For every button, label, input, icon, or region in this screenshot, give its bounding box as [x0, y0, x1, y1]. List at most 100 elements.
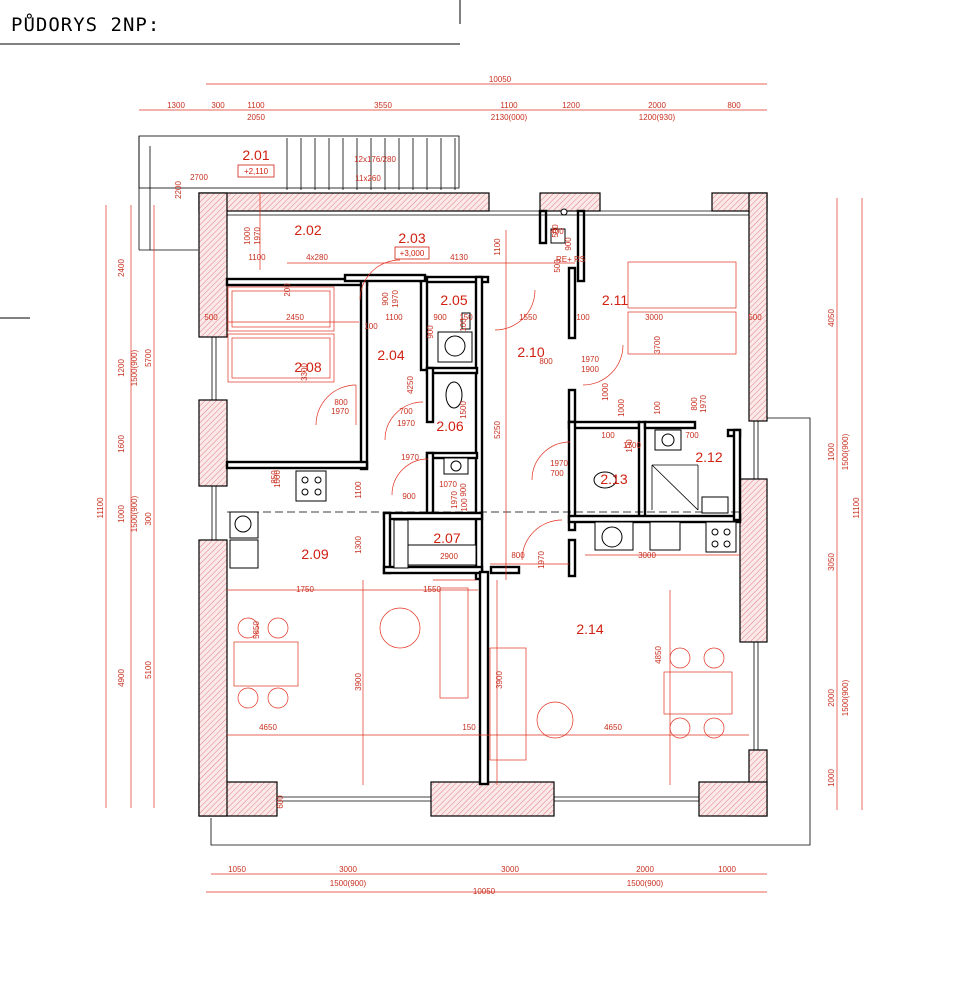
inner-dimension: 4850	[654, 646, 663, 664]
inner-dimension: 1100	[493, 238, 502, 256]
inner-dimension: 850	[270, 470, 279, 484]
dim-bottom: 3000	[339, 865, 357, 874]
inner-dimension: 2200	[174, 181, 183, 199]
inner-dimension: 500	[553, 259, 562, 273]
dim-left-sub: 5100	[144, 661, 153, 679]
inner-dimension: 500	[204, 313, 218, 322]
room-label-2-09: 2.09	[301, 546, 328, 562]
room-label-2-02: 2.02	[294, 222, 321, 238]
dim-bottom: 1000	[718, 865, 736, 874]
dim-bottom: 1050	[228, 865, 246, 874]
dim-top: 1300	[167, 101, 185, 110]
dim-top: 300	[211, 101, 225, 110]
dimension-labels: 10050 1300 300 1100 3550 1100 1200 2000 …	[96, 75, 861, 896]
inner-dimension: 1970	[450, 491, 459, 509]
inner-dimension: 3300	[300, 363, 309, 381]
inner-dimension: 1550	[423, 585, 441, 594]
dim-right: 2000	[827, 689, 836, 707]
inner-dimension: 500	[551, 224, 560, 238]
inner-dimension: 1970	[253, 227, 262, 245]
dim-top: 1100	[500, 101, 518, 110]
dim-top: 3550	[374, 101, 392, 110]
inner-dimension: 800	[334, 398, 348, 407]
dim-top: 2000	[648, 101, 666, 110]
inner-dimension: 100	[364, 322, 378, 331]
room-labels: 2.01 +2,110 2.02 2.03 +3,000 2.04 2.05 2…	[237, 147, 723, 637]
inner-dimension: 1970	[537, 551, 546, 569]
room-label-2-05: 2.05	[440, 292, 467, 308]
inner-dimension: 2700	[190, 173, 208, 182]
inner-dimension: 1000	[601, 383, 610, 401]
inner-dimension: 3900	[495, 671, 504, 689]
inner-dimension: 1100	[385, 313, 403, 322]
inner-dimension: 100	[576, 313, 590, 322]
inner-dimension: 1970	[397, 419, 415, 428]
dim-left: 2400	[117, 259, 126, 277]
inner-dimension: 4250	[406, 376, 415, 394]
sheet-frame	[0, 0, 461, 319]
inner-dimension: 100	[653, 401, 662, 415]
dim-bottom-total: 10050	[473, 887, 496, 896]
inner-dimension: 1500	[459, 401, 468, 419]
inner-dimension: 4130	[450, 253, 468, 262]
room-label-2-01: 2.01	[242, 147, 269, 163]
dim-right: 3050	[827, 553, 836, 571]
room-label-2-10: 2.10	[517, 344, 544, 360]
room-label-2-04: 2.04	[377, 347, 404, 363]
inner-dimension: 1000	[617, 399, 626, 417]
dim-top-sub: 2130(000)	[491, 113, 528, 122]
inner-dimension: 4650	[259, 723, 277, 732]
dim-stair: 12x176/280	[354, 155, 396, 164]
inner-dimension: 100	[460, 498, 469, 512]
exterior-walls	[198, 192, 768, 817]
inner-dimension: 700	[399, 407, 413, 416]
inner-dimension: 900	[426, 325, 435, 339]
inner-dimension: 700	[685, 431, 699, 440]
inner-dimension: 1750	[296, 585, 314, 594]
dim-top: 1100	[247, 101, 265, 110]
room-label-2-07: 2.07	[433, 530, 460, 546]
room-label-2-13: 2.13	[600, 471, 627, 487]
dim-left: 4900	[117, 669, 126, 687]
inner-dimension: 1970	[550, 459, 568, 468]
inner-dimension: 900	[433, 313, 447, 322]
inner-dimension: 100	[459, 318, 468, 332]
dim-top: 1200	[562, 101, 580, 110]
inner-dimension: 2900	[440, 552, 458, 561]
inner-dimension: 4650	[604, 723, 622, 732]
dim-left-sub: 5700	[144, 349, 153, 367]
page-title: PŮDORYS 2NP:	[11, 14, 161, 36]
inner-dimension: 1900	[581, 365, 599, 374]
dim-stair: 11x260	[355, 174, 381, 183]
inner-dimension: 3900	[354, 673, 363, 691]
inner-dimension: 800	[511, 551, 525, 560]
dim-left: 1600	[117, 435, 126, 453]
inner-dimension: 900	[564, 237, 573, 251]
dim-right-total: 11100	[852, 497, 861, 519]
dim-left-total: 11100	[96, 497, 105, 519]
inner-dimension: 600	[276, 795, 285, 809]
dim-top-sub: 1200(930)	[639, 113, 676, 122]
dim-top-total: 10050	[489, 75, 512, 84]
inner-dimension: 700	[550, 469, 564, 478]
inner-dimension: 5250	[493, 421, 502, 439]
re-rs-label: RE+ RS	[556, 255, 585, 264]
dim-left-mid: 1500(900)	[130, 349, 139, 386]
furniture	[227, 208, 737, 761]
inner-dimension: 1000	[243, 227, 252, 245]
inner-dimension: 4x280	[306, 253, 328, 262]
room-label-2-14: 2.14	[576, 621, 603, 637]
inner-dimension: 3700	[653, 336, 662, 354]
dimension-lines	[105, 83, 863, 893]
inner-dimension: 5850	[252, 621, 261, 639]
inner-dimension: 900	[381, 292, 390, 306]
inner-dimension: 1970	[331, 407, 349, 416]
room-level-2-03: +3,000	[400, 249, 425, 258]
inner-dimension: 1700	[623, 441, 641, 450]
inner-dimension: 1970	[581, 355, 599, 364]
door-swings	[315, 259, 624, 561]
inner-dimension: 1970	[401, 453, 419, 462]
staircase	[286, 138, 456, 190]
room-label-2-08: 2.08	[294, 359, 321, 375]
